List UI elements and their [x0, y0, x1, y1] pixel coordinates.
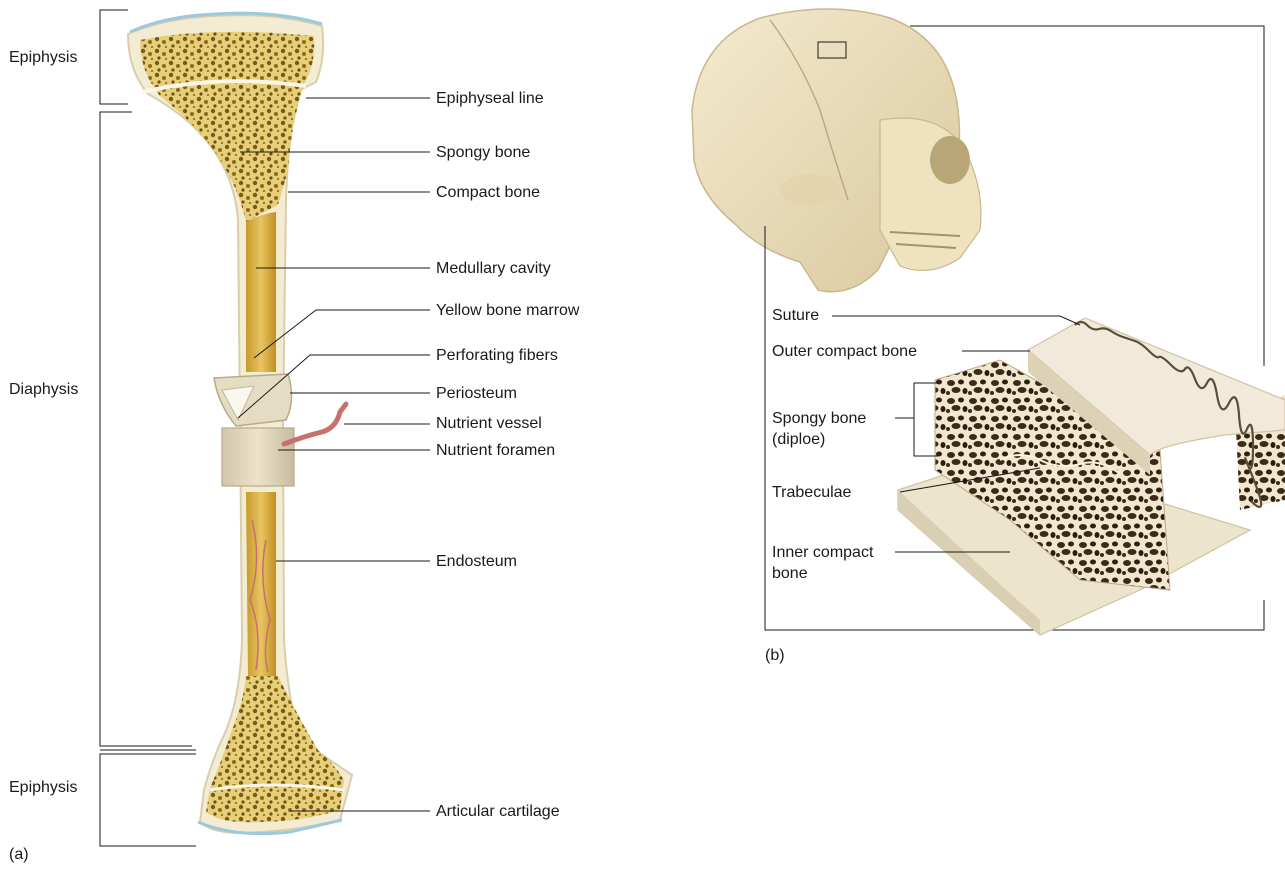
label-yellow-marrow: Yellow bone marrow — [436, 301, 579, 320]
bracket-epiphysis-bottom — [100, 754, 196, 846]
label-compact-bone: Compact bone — [436, 183, 540, 202]
label-epiphysis-top: Epiphysis — [9, 48, 77, 67]
spongy-bone-bottom — [206, 676, 344, 822]
skull-face — [880, 118, 981, 271]
bracket-epiphysis-top — [100, 10, 128, 104]
skull-orbit — [930, 136, 970, 184]
bracket-spongy — [914, 383, 938, 456]
bracket-diaphysis — [100, 112, 192, 746]
label-nutrient-vessel: Nutrient vessel — [436, 414, 542, 433]
region-brackets — [100, 10, 196, 846]
label-articular-cartilage: Articular cartilage — [436, 802, 560, 821]
label-spongy-bone-b-2: (diploe) — [772, 430, 825, 449]
spongy-bone-top — [140, 32, 314, 222]
label-endosteum: Endosteum — [436, 552, 517, 571]
label-inner-compact-1: Inner compact — [772, 543, 873, 562]
label-periosteum: Periosteum — [436, 384, 517, 403]
medullary-cavity — [246, 212, 276, 372]
label-outer-compact-bone: Outer compact bone — [772, 342, 917, 361]
flat-bone-block — [898, 318, 1285, 635]
skull-temporal — [780, 174, 840, 206]
caption-b: (b) — [765, 646, 785, 665]
skull-illustration — [692, 9, 981, 292]
label-epiphysis-bottom: Epiphysis — [9, 778, 77, 797]
caption-a: (a) — [9, 845, 29, 864]
label-spongy-bone: Spongy bone — [436, 143, 530, 162]
long-bone-illustration — [128, 13, 352, 834]
label-perforating-fibers: Perforating fibers — [436, 346, 558, 365]
leader-suture — [832, 316, 1080, 325]
medullary-cavity-lower — [246, 492, 276, 676]
nutrient-vessel-mark — [284, 404, 346, 444]
periosteum-collar — [222, 428, 294, 486]
label-inner-compact-2: bone — [772, 564, 808, 583]
label-epiphyseal-line: Epiphyseal line — [436, 89, 544, 108]
label-suture: Suture — [772, 306, 819, 325]
label-medullary-cavity: Medullary cavity — [436, 259, 551, 278]
label-nutrient-foramen: Nutrient foramen — [436, 441, 555, 460]
label-trabeculae: Trabeculae — [772, 483, 851, 502]
label-diaphysis: Diaphysis — [9, 380, 78, 399]
label-spongy-bone-b-1: Spongy bone — [772, 409, 866, 428]
